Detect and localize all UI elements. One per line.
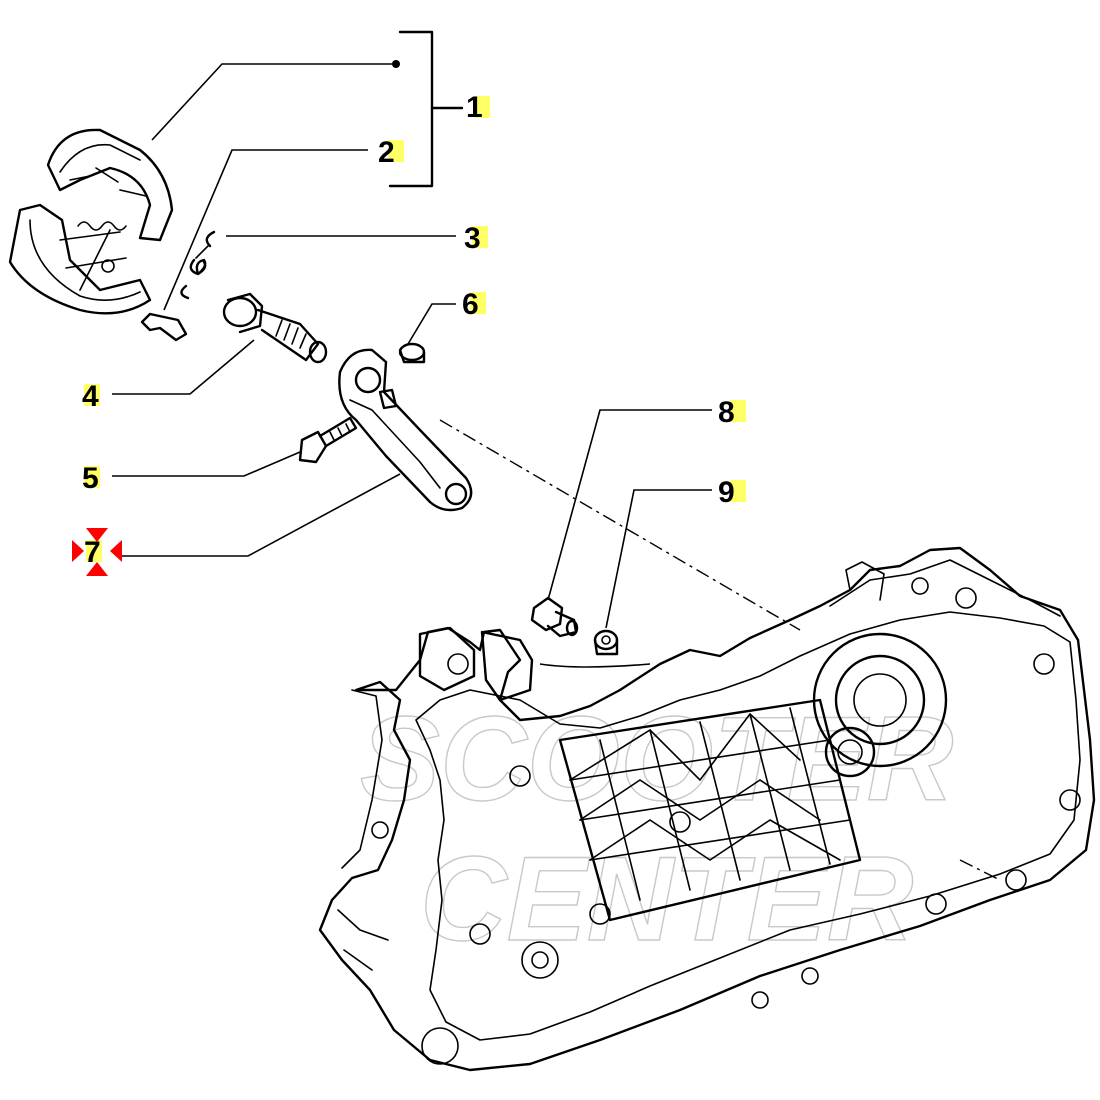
callout-7-number: 7 xyxy=(84,536,101,569)
callout-1[interactable]: 1 xyxy=(466,91,490,124)
watermark-line-2: CENTER xyxy=(420,832,913,966)
callout-9-highlight xyxy=(730,480,746,502)
assembly-axis-line-2 xyxy=(959,859,1001,881)
callout-9[interactable]: 9 xyxy=(718,476,746,509)
callout-3-highlight xyxy=(472,226,488,248)
callout-2-highlight xyxy=(388,140,404,162)
washer-part-6 xyxy=(398,342,426,364)
group-bracket xyxy=(388,30,464,188)
selected-marker-icon xyxy=(72,528,122,576)
callout-4-number: 4 xyxy=(82,380,99,413)
callout-9-number: 9 xyxy=(718,476,735,509)
brake-shoes-part xyxy=(8,128,174,315)
cam-shaft-part xyxy=(222,292,328,364)
callout-7-highlight xyxy=(86,540,102,562)
callout-2-number: 2 xyxy=(378,136,395,169)
callout-6-highlight xyxy=(470,292,486,314)
callout-8-number: 8 xyxy=(718,396,735,429)
leader-lines xyxy=(112,60,712,668)
callout-8[interactable]: 8 xyxy=(718,396,746,429)
callout-1-number: 1 xyxy=(466,91,483,124)
callout-7[interactable]: 7 xyxy=(72,528,122,576)
callout-6[interactable]: 6 xyxy=(462,288,486,321)
callout-2[interactable]: 2 xyxy=(378,136,404,169)
callout-5[interactable]: 5 xyxy=(82,462,100,495)
callout-4-highlight xyxy=(84,384,100,406)
watermark: SCOOTER CENTER xyxy=(359,691,954,966)
drain-plug-part xyxy=(530,596,579,638)
spring-part xyxy=(180,230,216,300)
bolt-part xyxy=(298,416,358,464)
callout-8-highlight xyxy=(730,400,746,422)
callout-3[interactable]: 3 xyxy=(464,222,488,255)
engine-crankcase xyxy=(318,546,1096,1072)
callout-3-number: 3 xyxy=(464,222,481,255)
callout-6-number: 6 xyxy=(462,288,479,321)
callout-4[interactable]: 4 xyxy=(82,380,100,413)
clip-part xyxy=(140,312,188,342)
assembly-axis-line xyxy=(439,419,801,631)
washer-part-9 xyxy=(593,629,619,656)
callout-5-highlight xyxy=(84,466,100,488)
callout-1-highlight xyxy=(474,96,490,118)
brake-lever-part xyxy=(338,348,473,512)
callout-5-number: 5 xyxy=(82,462,99,495)
